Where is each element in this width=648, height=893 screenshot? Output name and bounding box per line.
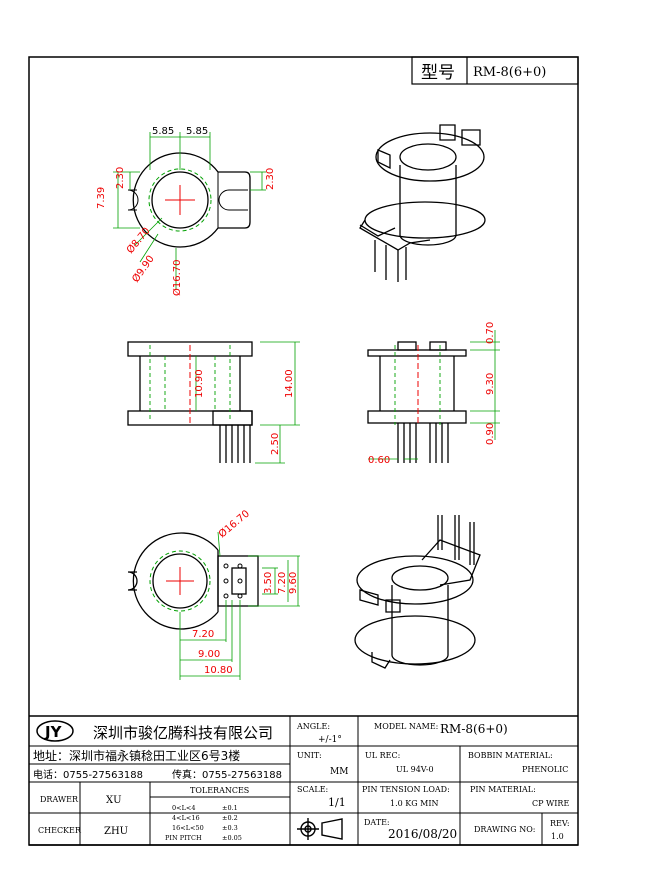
dim-bottom-h1: 3.50 bbox=[263, 572, 274, 594]
dim-top-left-2: 5.85 bbox=[186, 126, 208, 137]
dim-side-right: 2.30 bbox=[265, 168, 276, 190]
tension-label: PIN TENSION LOAD: bbox=[362, 785, 450, 794]
dim-pin-width: 0.60 bbox=[368, 455, 390, 466]
dim-inner-dia: Ø8.70 bbox=[124, 225, 153, 256]
dim-side-top: 0.70 bbox=[485, 322, 496, 344]
projection-symbol-icon bbox=[297, 818, 343, 840]
tol-val-3: ±0.3 bbox=[222, 824, 238, 832]
pin-material-value: CP WIRE bbox=[532, 799, 569, 808]
date-value: 2016/08/20 bbox=[388, 827, 457, 841]
angle-label: ANGLE: bbox=[296, 722, 330, 731]
dim-front-inner: 10.90 bbox=[194, 369, 205, 398]
rev-label: REV: bbox=[550, 819, 570, 828]
ul-value: UL 94V-0 bbox=[396, 765, 434, 774]
unit-label: UNIT: bbox=[297, 751, 322, 760]
dim-front-total: 14.00 bbox=[284, 369, 295, 398]
checker-label: CHECKER bbox=[38, 826, 82, 835]
model-name-value: RM-8(6+0) bbox=[440, 722, 508, 736]
model-header-box bbox=[411, 56, 579, 85]
drawing-no-label: DRAWING NO: bbox=[474, 825, 535, 834]
svg-text:JY: JY bbox=[44, 723, 63, 741]
tol-row-1: 0<L<4 bbox=[172, 804, 195, 812]
type-label: 型号 bbox=[421, 63, 455, 83]
tol-val-1: ±0.1 bbox=[222, 804, 238, 812]
iso-view-top bbox=[359, 124, 486, 282]
drawer-label: DRAWER bbox=[40, 795, 79, 804]
dim-side-bottom: 0.90 bbox=[485, 423, 496, 445]
date-label: DATE: bbox=[364, 818, 390, 827]
drawer-value: XU bbox=[106, 795, 122, 806]
tol-val-4: ±0.05 bbox=[222, 834, 242, 842]
dim-outer-dia: Ø9.90 bbox=[130, 253, 157, 285]
side-view bbox=[367, 330, 500, 463]
tol-row-3: 16<L<50 bbox=[172, 824, 204, 832]
dim-bottom-h3: 9.60 bbox=[288, 572, 299, 594]
tol-val-2: ±0.2 bbox=[222, 814, 238, 822]
dim-bottom-w1: 7.20 bbox=[192, 629, 214, 640]
dim-bottom-w2: 9.00 bbox=[198, 649, 220, 660]
checker-value: ZHU bbox=[104, 826, 128, 837]
top-view: 5.85 5.85 7.39 2.30 2.30 Ø8.70 Ø9.90 Ø16… bbox=[96, 126, 276, 296]
dim-side-mid: 9.30 bbox=[485, 373, 496, 395]
model-name-label: MODEL NAME: bbox=[374, 722, 438, 731]
company-address: 地址：深圳市福永镇稔田工业区6号3楼 bbox=[33, 748, 240, 763]
ul-label: UL REC: bbox=[365, 751, 400, 760]
scale-label: SCALE: bbox=[297, 785, 328, 794]
rev-value: 1.0 bbox=[551, 832, 564, 841]
dim-bottom-dia: Ø16.70 bbox=[216, 508, 252, 541]
company-phone: 电话：0755-27563188 bbox=[33, 768, 143, 781]
pin-material-label: PIN MATERIAL: bbox=[470, 785, 536, 794]
tol-row-4: PIN PITCH bbox=[165, 834, 202, 842]
bottom-view bbox=[127, 531, 300, 680]
tension-value: 1.0 KG MIN bbox=[390, 799, 439, 808]
bobbin-label: BOBBIN MATERIAL: bbox=[468, 751, 553, 760]
dim-height-left: 7.39 bbox=[96, 187, 107, 209]
dim-bottom-w3: 10.80 bbox=[204, 665, 233, 676]
company-logo: JY bbox=[36, 720, 74, 742]
dim-bottom-h2: 7.20 bbox=[277, 572, 288, 594]
angle-value: +/-1° bbox=[318, 735, 342, 745]
tol-row-2: 4<L<16 bbox=[172, 814, 200, 822]
scale-value: 1/1 bbox=[328, 796, 346, 809]
dim-side-left: 2.30 bbox=[115, 167, 126, 189]
title-block bbox=[29, 715, 578, 846]
bobbin-value: PHENOLIC bbox=[522, 765, 568, 774]
tolerances-label: TOLERANCES bbox=[190, 786, 249, 795]
dim-flange-dia: Ø16.70 bbox=[171, 260, 183, 297]
dim-top-left-1: 5.85 bbox=[152, 126, 174, 137]
iso-view-bottom bbox=[354, 515, 481, 669]
company-name: 深圳市骏亿腾科技有限公司 bbox=[93, 724, 273, 742]
company-fax: 传真：0755-27563188 bbox=[172, 768, 282, 781]
front-view bbox=[127, 341, 300, 464]
unit-value: MM bbox=[330, 767, 348, 777]
dim-front-pin: 2.50 bbox=[270, 433, 281, 455]
header-model: RM-8(6+0) bbox=[473, 65, 546, 80]
